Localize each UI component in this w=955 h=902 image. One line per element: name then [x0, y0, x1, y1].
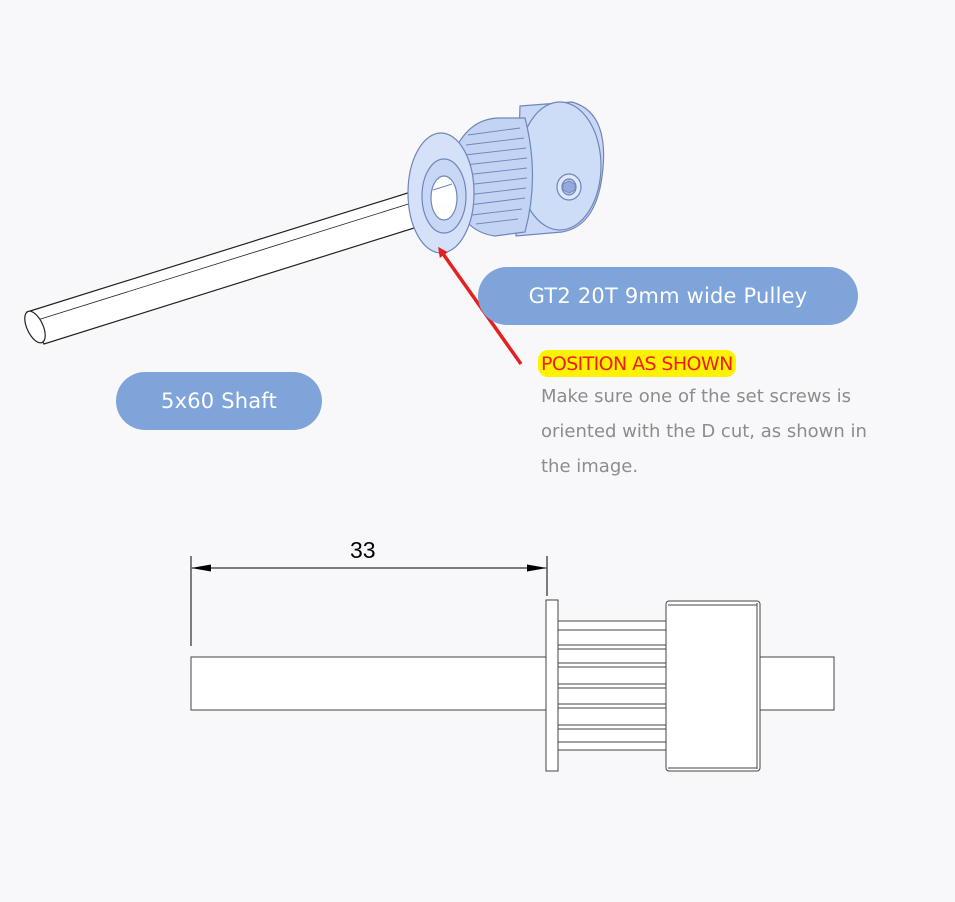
- pulley-3d: [407, 101, 605, 254]
- shaft-label: 5x60 Shaft: [116, 372, 322, 430]
- note-body: Make sure one of the set screws is orien…: [541, 386, 867, 477]
- pulley-label: GT2 20T 9mm wide Pulley: [478, 267, 858, 325]
- dimension-line: [190, 556, 548, 646]
- shaft-3d: [24, 190, 431, 345]
- dimension-value: 33: [350, 537, 376, 563]
- side-view: [190, 599, 835, 772]
- note-title: POSITION AS SHOWN: [538, 350, 736, 377]
- set-screw-icon: [556, 173, 582, 201]
- position-note: POSITION AS SHOWN Make sure one of the s…: [538, 350, 901, 484]
